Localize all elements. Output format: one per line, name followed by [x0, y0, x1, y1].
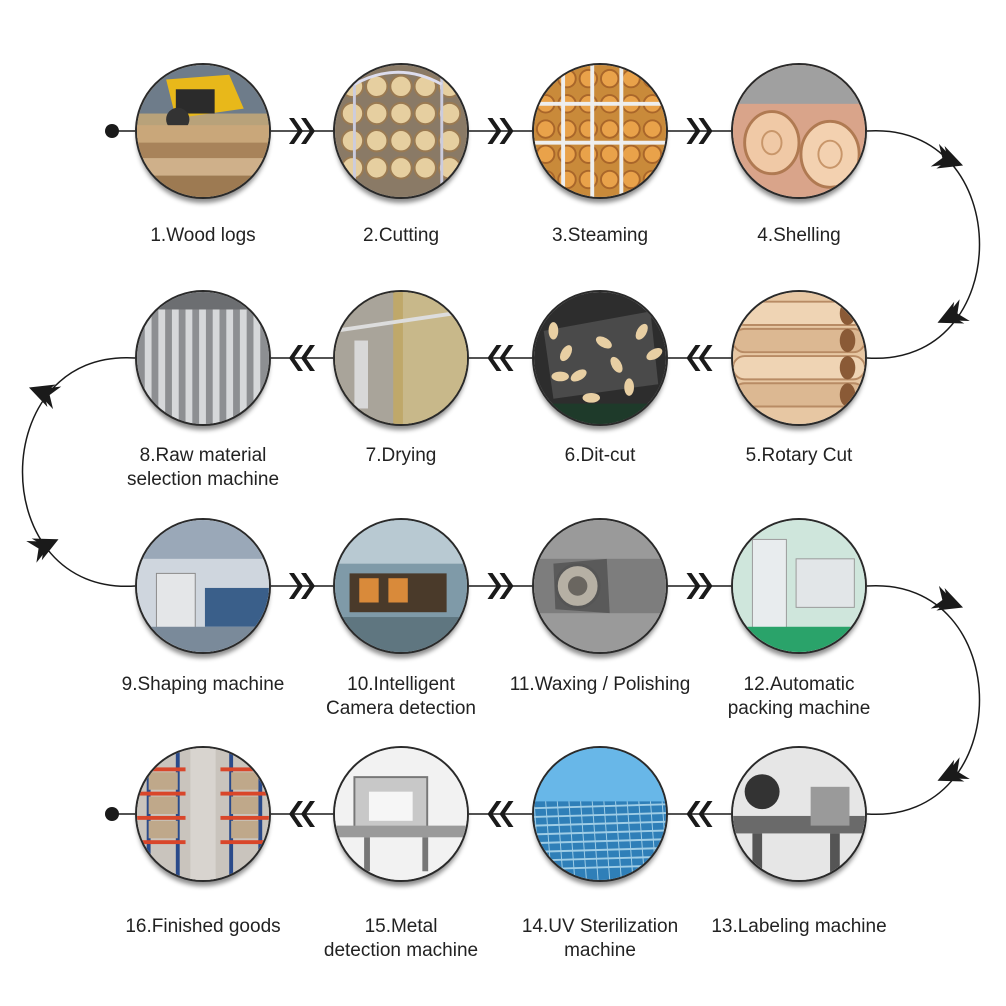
step-label: 10.Intelligent Camera detection [326, 674, 476, 719]
curve-arrow-icon [930, 585, 964, 611]
step-label: 6.Dit-cut [564, 445, 636, 466]
step-label: 15.Metal detection machine [323, 916, 479, 961]
curved-connector [21, 357, 136, 587]
start-dot-icon [105, 124, 119, 138]
double-chevron-arrow-icon [289, 573, 315, 599]
warehouse-photo [135, 746, 271, 882]
cut-logs-photo [333, 63, 469, 199]
double-chevron-arrow-icon [487, 345, 514, 371]
double-chevron-arrow-icon [686, 118, 713, 144]
uv-sterilization-photo [532, 746, 668, 882]
double-chevron-arrow-icon [289, 118, 315, 144]
shelling-photo [731, 63, 867, 199]
metal-detection-photo [333, 746, 469, 882]
step-label: 1.Wood logs [150, 225, 256, 246]
double-chevron-arrow-icon [289, 345, 315, 371]
double-chevron-arrow-icon [487, 801, 514, 827]
step-label: 16.Finished goods [125, 916, 281, 937]
selection-machine-photo [135, 290, 271, 426]
curve-arrow-icon [930, 143, 964, 169]
steaming-photo [532, 63, 668, 199]
curve-arrow-icon [937, 299, 970, 324]
curve-arrow-icon [26, 538, 59, 563]
step-label: 14.UV Sterilization machine [521, 916, 679, 961]
double-chevron-arrow-icon [686, 801, 713, 827]
curved-connector [866, 130, 981, 359]
step-label: 2.Cutting [362, 225, 440, 246]
curve-arrow-icon [28, 384, 62, 410]
rotary-cut-photo [731, 290, 867, 426]
step-label: 7.Drying [365, 445, 437, 466]
step-label: 8.Raw material selection machine [126, 445, 280, 490]
double-chevron-arrow-icon [686, 573, 713, 599]
step-label: 11.Waxing / Polishing [509, 674, 691, 695]
step-label: 3.Steaming [551, 225, 649, 246]
step-label: 4.Shelling [757, 225, 841, 246]
curved-connector [866, 585, 981, 815]
camera-detection-photo [333, 518, 469, 654]
shaping-machine-photo [135, 518, 271, 654]
end-dot-icon [105, 807, 119, 821]
polishing-photo [532, 518, 668, 654]
drying-photo [333, 290, 469, 426]
labeling-machine-photo [731, 746, 867, 882]
packing-machine-photo [731, 518, 867, 654]
double-chevron-arrow-icon [686, 345, 713, 371]
curve-arrow-icon [937, 757, 970, 782]
step-label: 9.Shaping machine [121, 674, 285, 695]
wood-logs-photo [135, 63, 271, 199]
die-cut-photo [532, 290, 668, 426]
step-label: 12.Automatic packing machine [727, 674, 871, 719]
step-label: 13.Labeling machine [711, 916, 887, 937]
double-chevron-arrow-icon [289, 801, 315, 827]
double-chevron-arrow-icon [487, 573, 514, 599]
double-chevron-arrow-icon [487, 118, 514, 144]
step-label: 5.Rotary Cut [745, 445, 853, 466]
